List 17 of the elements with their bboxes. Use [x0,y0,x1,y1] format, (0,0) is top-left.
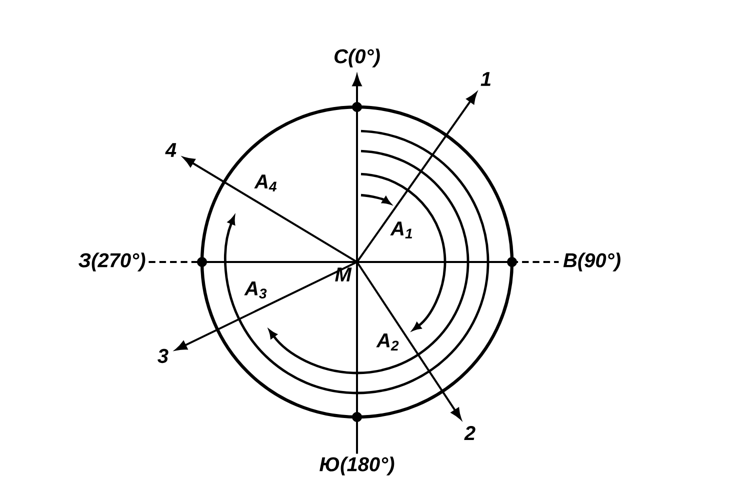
angle-label: A$_{1}$ [390,222,412,238]
ray-number: 4 [165,143,176,157]
ray-number: 1 [480,72,490,86]
arrow [356,261,462,420]
ray-number: 2 [464,426,476,440]
angle-label: A$_{3}$ [244,281,267,299]
direction-label: Ю(180°) [320,456,394,476]
direction-label: З(270°) [78,252,146,272]
arrow [356,92,477,263]
angle-label: A$_{4}$ [254,174,277,192]
arrow [176,261,358,350]
ray-number: 3 [158,348,168,364]
direction-label: В(90°) [563,252,620,272]
arrow [183,157,358,263]
direction-label: С(0°) [334,48,380,68]
angle-label: A$_{2}$ [376,334,399,350]
arrow [352,74,362,454]
